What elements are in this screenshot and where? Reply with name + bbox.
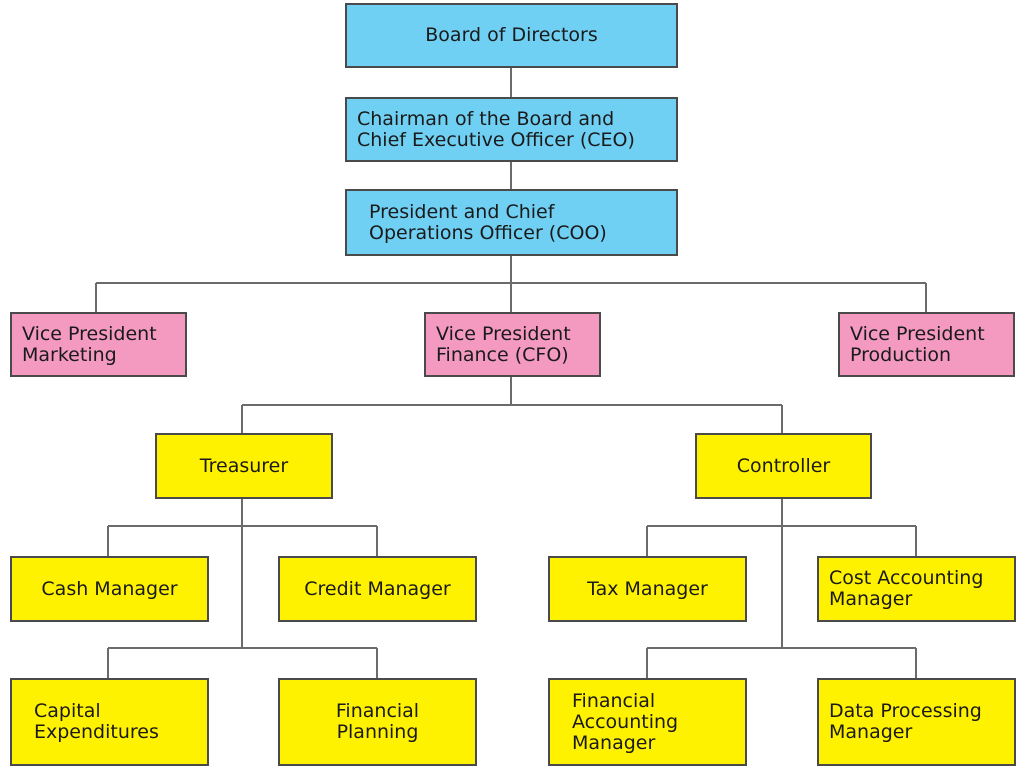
credit-manager-label: Credit Manager xyxy=(304,577,451,600)
financial-planning-box: Financial Planning xyxy=(278,678,477,766)
capital-expenditures-box: Capital Expenditures xyxy=(10,678,209,766)
controller-label: Controller xyxy=(736,454,831,477)
vp-finance-label: Vice President Finance (CFO) xyxy=(436,322,571,366)
tax-manager-box: Tax Manager xyxy=(548,556,747,622)
connector-cfo-split xyxy=(241,377,783,433)
financial-accounting-manager-label: Financial Accounting Manager xyxy=(572,689,679,754)
cash-manager-label: Cash Manager xyxy=(41,577,178,600)
cash-manager-box: Cash Manager xyxy=(10,556,209,622)
connector-treasurer-reports xyxy=(107,499,378,678)
treasurer-box: Treasurer xyxy=(155,433,333,499)
treasurer-label: Treasurer xyxy=(199,454,289,477)
ceo-box: Chairman of the Board and Chief Executiv… xyxy=(345,97,678,162)
data-processing-manager-label: Data Processing Manager xyxy=(829,700,982,743)
vp-marketing-label: Vice President Marketing xyxy=(22,322,157,366)
vp-marketing-box: Vice President Marketing xyxy=(10,312,187,377)
vp-finance-box: Vice President Finance (CFO) xyxy=(424,312,601,377)
financial-planning-label: Financial Planning xyxy=(335,700,420,743)
cost-accounting-manager-box: Cost Accounting Manager xyxy=(817,556,1016,622)
capital-expenditures-label: Capital Expenditures xyxy=(34,700,159,743)
cost-accounting-manager-label: Cost Accounting Manager xyxy=(829,567,984,610)
tax-manager-label: Tax Manager xyxy=(587,577,708,600)
financial-accounting-manager-box: Financial Accounting Manager xyxy=(548,678,747,766)
connector-coo-vps xyxy=(95,256,927,312)
board-of-directors-label: Board of Directors xyxy=(425,24,598,46)
board-of-directors-box: Board of Directors xyxy=(345,3,678,68)
data-processing-manager-box: Data Processing Manager xyxy=(817,678,1016,766)
connector-controller-reports xyxy=(646,499,917,678)
coo-label: President and Chief Operations Officer (… xyxy=(369,200,607,244)
credit-manager-box: Credit Manager xyxy=(278,556,477,622)
controller-box: Controller xyxy=(695,433,872,499)
coo-box: President and Chief Operations Officer (… xyxy=(345,189,678,256)
vp-production-box: Vice President Production xyxy=(838,312,1015,377)
ceo-label: Chairman of the Board and Chief Executiv… xyxy=(357,107,635,151)
vp-production-label: Vice President Production xyxy=(850,322,985,366)
